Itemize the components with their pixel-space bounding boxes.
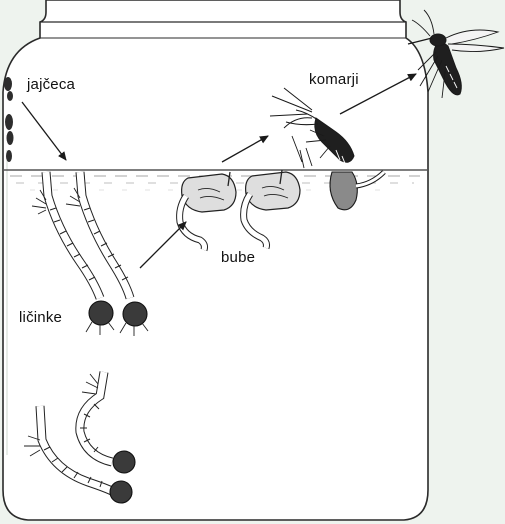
label-adults: komarji: [309, 71, 359, 88]
label-pupae: bube: [221, 249, 255, 266]
label-larvae: ličinke: [19, 309, 62, 326]
label-eggs: jajčeca: [27, 76, 75, 93]
